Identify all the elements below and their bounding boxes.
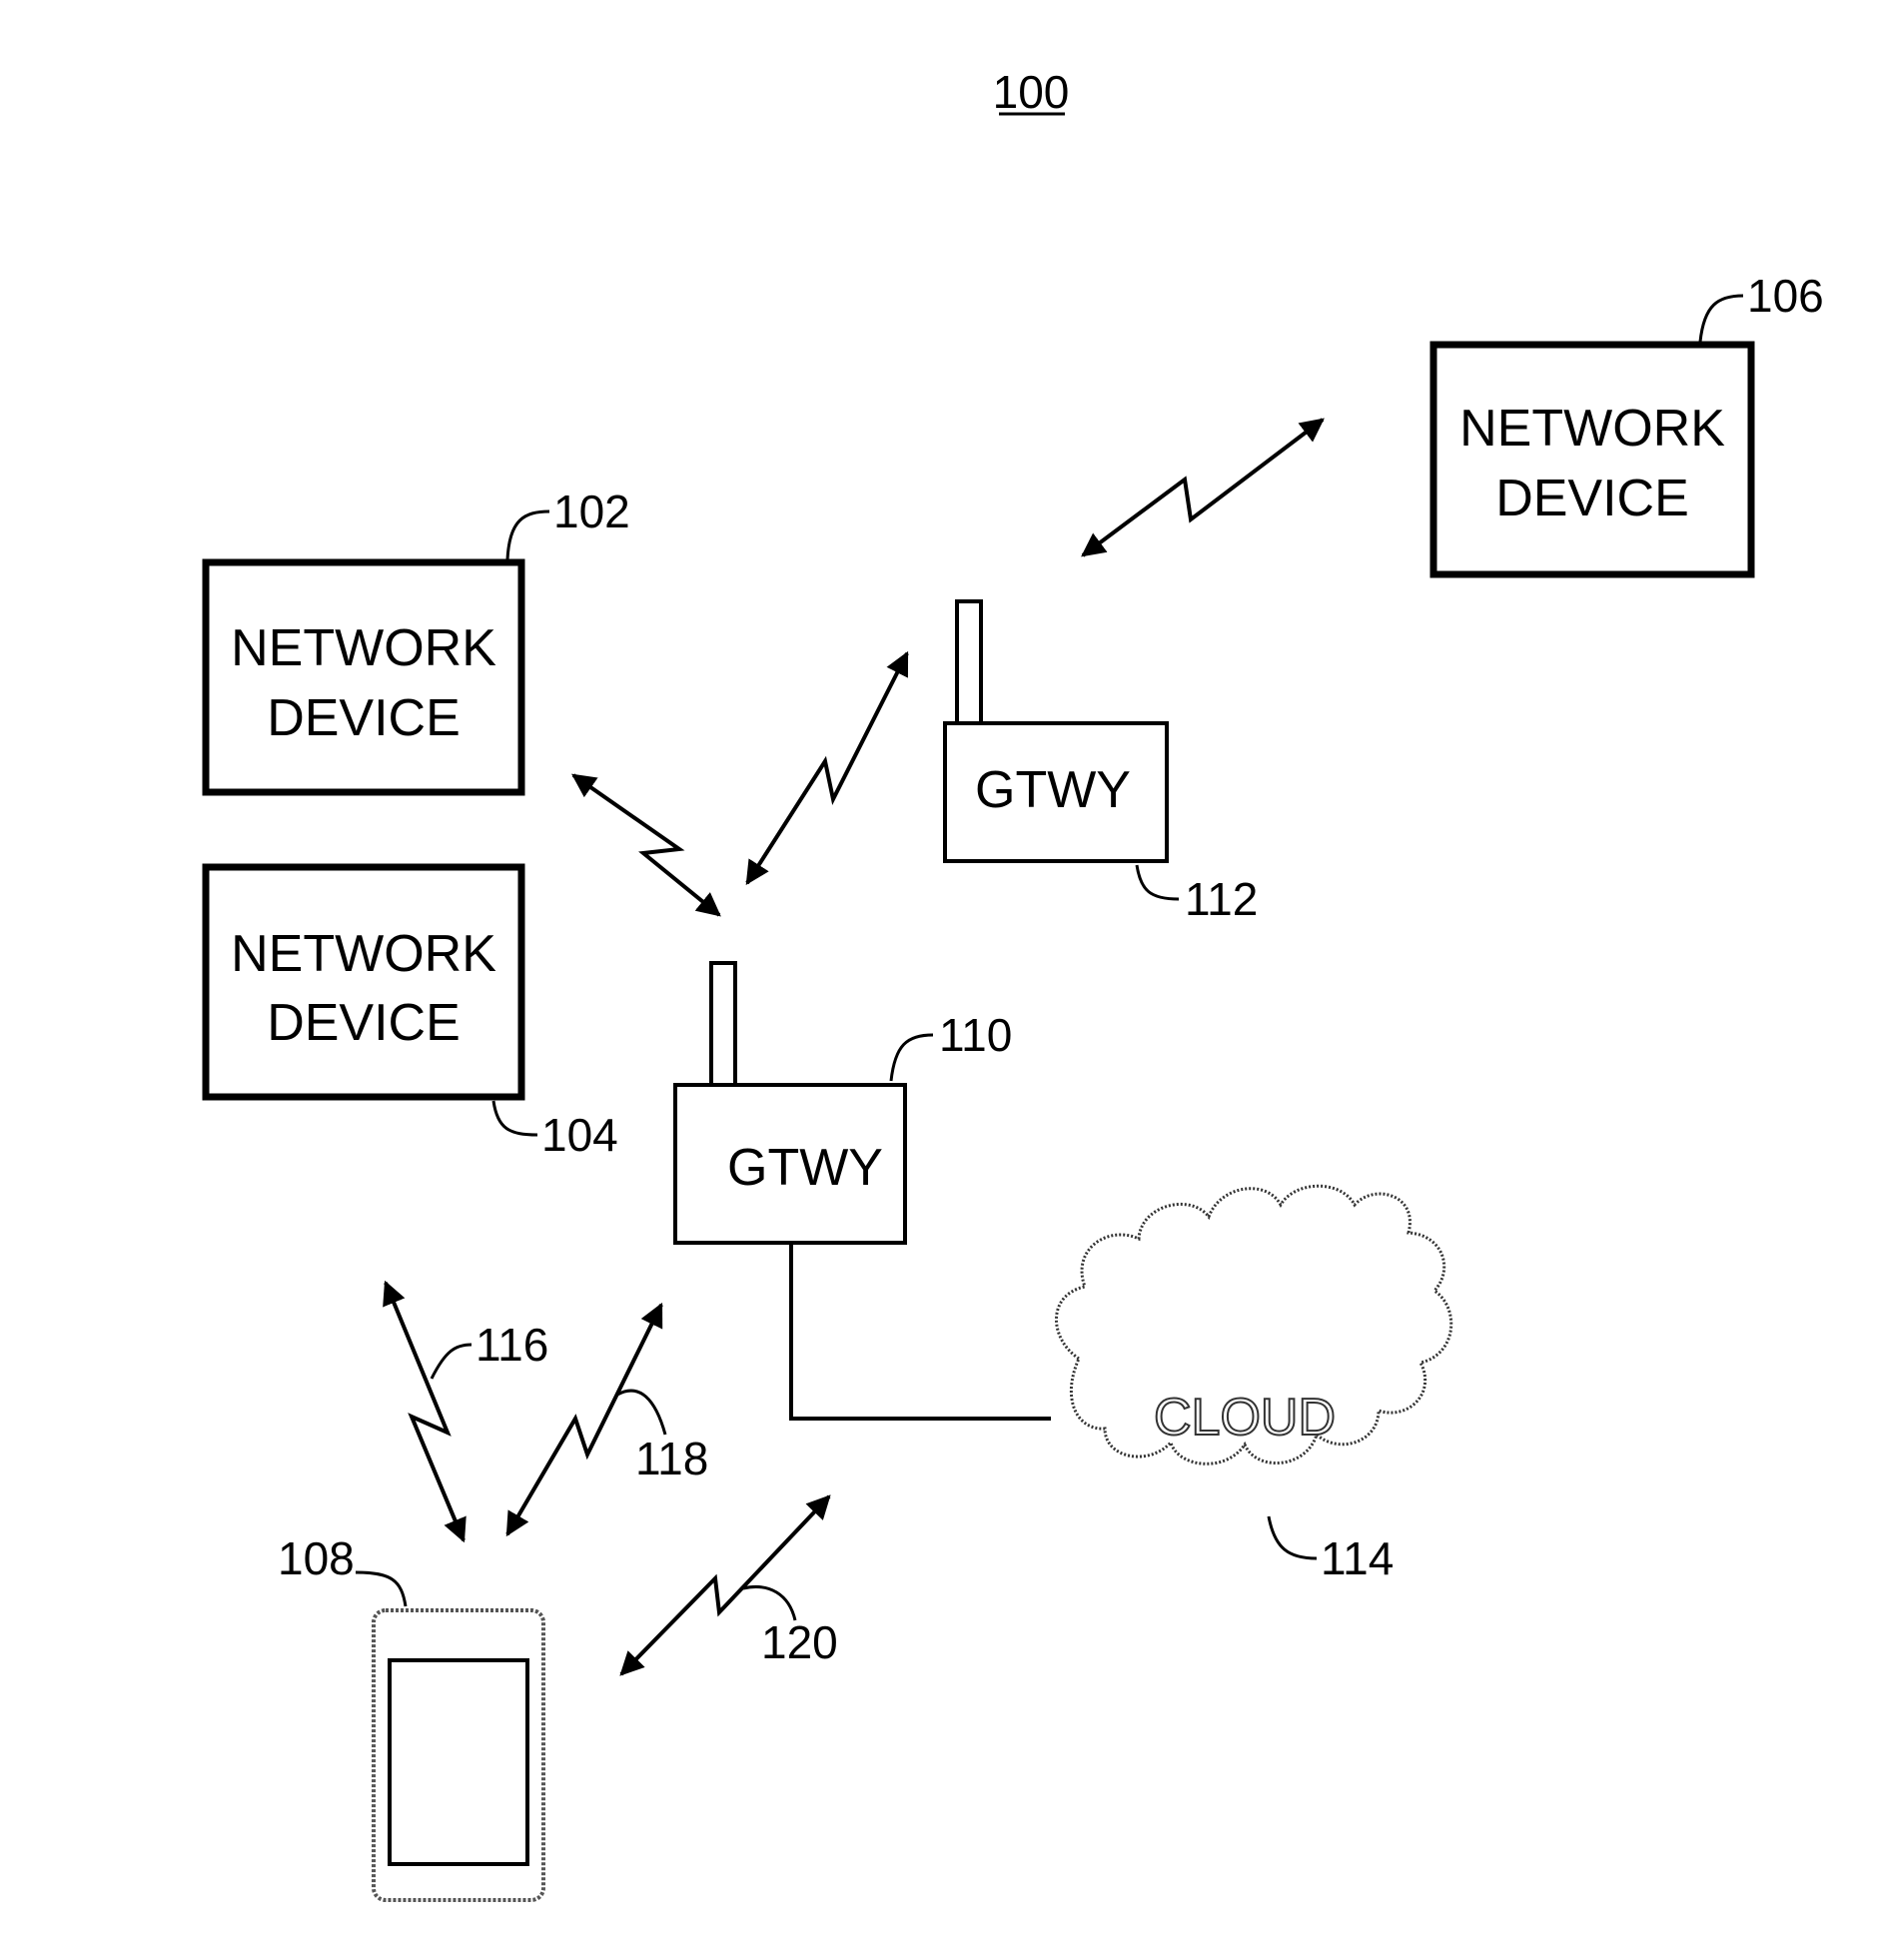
cloud-label: CLOUD [1154,1389,1336,1447]
ref-104: 104 [541,1109,618,1161]
network-device-106-box [1433,345,1751,574]
ref-110: 110 [939,1009,1012,1061]
ref-118-leader [617,1391,665,1435]
network-device-106-line1: NETWORK [1459,400,1725,458]
ref-102-leader [507,511,549,559]
wireless-link-112-106 [1083,420,1323,555]
ref-116-leader [432,1345,472,1379]
mobile-device-108: 108 [278,1532,543,1900]
cloud-114: CLOUD 114 [1056,1186,1450,1584]
figure-number: 100 [993,66,1070,118]
network-device-102-line1: NETWORK [231,619,496,677]
ref-112-leader [1137,865,1179,899]
ref-114-leader [1269,1516,1317,1558]
gateway-112-antenna [957,601,981,723]
ref-108: 108 [278,1532,355,1584]
network-device-104-line1: NETWORK [231,925,496,983]
gateway-110: GTWY 110 [675,963,1012,1243]
ref-106: 106 [1747,270,1824,322]
wireless-link-116 [386,1283,464,1540]
ref-116: 116 [475,1319,548,1371]
wired-link-gateway-to-cloud [791,1243,1051,1419]
network-device-104-line2: DEVICE [267,994,461,1052]
wireless-link-102-110 [573,775,719,915]
network-device-106-line2: DEVICE [1495,470,1689,527]
ref-108-leader [356,1572,406,1606]
ref-114: 114 [1321,1532,1394,1584]
network-device-102: NETWORK DEVICE 102 [206,486,630,792]
ref-102: 102 [553,486,630,537]
network-device-102-line2: DEVICE [267,689,461,747]
ref-104-leader [493,1101,537,1135]
ref-112: 112 [1185,873,1258,925]
gateway-112-label: GTWY [975,761,1131,819]
network-device-102-box [206,562,521,792]
gateway-110-antenna [711,963,735,1085]
ref-110-leader [891,1035,933,1081]
ref-120: 120 [761,1616,838,1668]
ref-106-leader [1700,296,1743,342]
wireless-link-110-112 [747,653,907,883]
gateway-110-label: GTWY [727,1139,883,1197]
network-device-106: NETWORK DEVICE 106 [1433,270,1824,574]
gateway-112: GTWY 112 [945,601,1258,925]
network-device-104: NETWORK DEVICE 104 [206,867,618,1161]
ref-120-leader [743,1586,795,1620]
ref-118: 118 [635,1433,708,1484]
mobile-device-body [374,1610,543,1900]
